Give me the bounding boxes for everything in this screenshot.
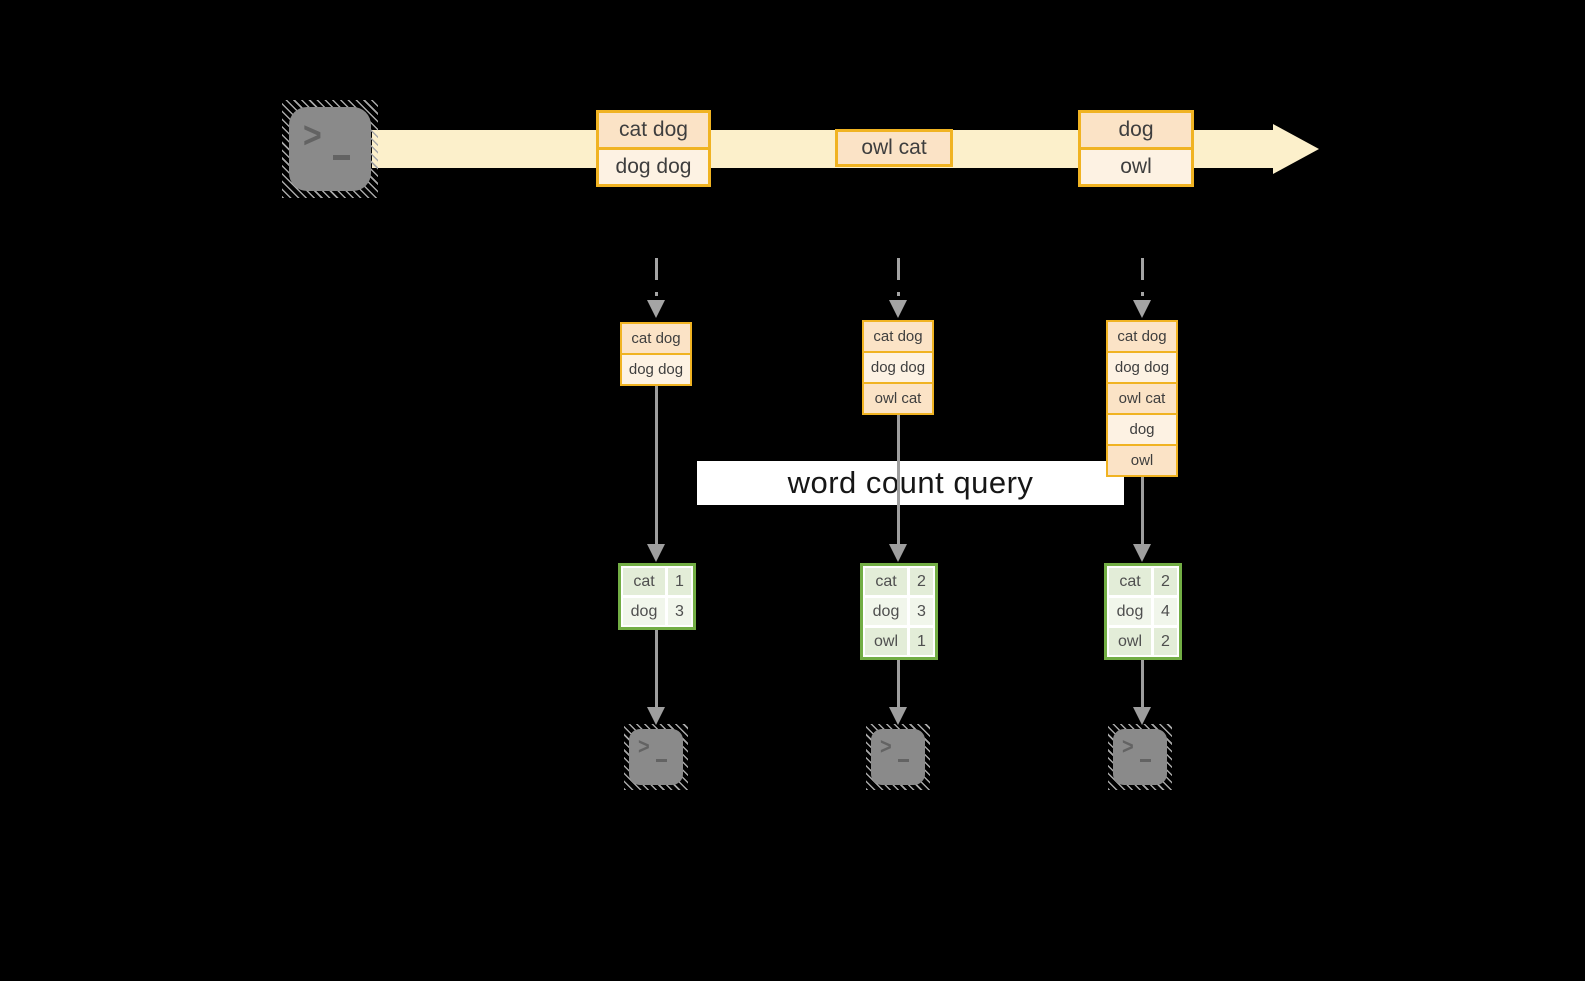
input-stack-3: cat dog dog dog owl cat dog owl (1106, 320, 1178, 477)
word-cell: owl (1109, 628, 1151, 655)
prompt-chevron-icon: > (880, 734, 892, 760)
prompt-underscore-icon (898, 759, 909, 762)
arrowhead-icon (1133, 300, 1151, 318)
stream-batch-row: owl cat (838, 132, 950, 164)
batch-arrival-arrow (897, 258, 900, 296)
arrowhead-icon (647, 707, 665, 725)
output-terminal-icon: > (624, 724, 688, 790)
stack-row: owl cat (1108, 382, 1176, 413)
count-cell: 2 (1154, 568, 1177, 595)
prompt-chevron-icon: > (1122, 734, 1134, 760)
arrowhead-icon (1133, 707, 1151, 725)
terminal-body: > (1113, 729, 1167, 785)
count-cell: 2 (1154, 628, 1177, 655)
stack-row: dog dog (1108, 351, 1176, 382)
prompt-underscore-icon (333, 155, 350, 160)
table-to-output-arrow (655, 630, 658, 708)
stack-row: dog dog (864, 351, 932, 382)
arrowhead-icon (889, 544, 907, 562)
query-banner: word count query (697, 461, 1124, 505)
word-cell: dog (623, 598, 665, 625)
arrowhead-icon (647, 300, 665, 318)
stack-to-table-arrow (1141, 477, 1144, 544)
stream-arrowhead-icon (1273, 124, 1319, 174)
terminal-body: > (629, 729, 683, 785)
arrowhead-icon (889, 300, 907, 318)
stack-row: dog dog (622, 353, 690, 384)
stream-batch-row: dog dog (599, 147, 708, 184)
input-stack-1: cat dog dog dog (620, 322, 692, 386)
count-cell: 2 (910, 568, 933, 595)
prompt-chevron-icon: > (638, 734, 650, 760)
table-to-output-arrow (897, 660, 900, 708)
count-table-2: cat 2 dog 3 owl 1 (860, 563, 938, 660)
table-to-output-arrow (1141, 660, 1144, 708)
stack-to-table-arrow (897, 415, 900, 544)
prompt-underscore-icon (656, 759, 667, 762)
arrowhead-icon (647, 544, 665, 562)
input-stack-2: cat dog dog dog owl cat (862, 320, 934, 415)
terminal-body: > (871, 729, 925, 785)
word-cell: owl (865, 628, 907, 655)
count-table-3: cat 2 dog 4 owl 2 (1104, 563, 1182, 660)
stack-row: owl (1108, 444, 1176, 475)
batch-arrival-arrow (1141, 258, 1144, 296)
stack-to-table-arrow (655, 386, 658, 544)
query-label: word count query (787, 465, 1034, 500)
output-terminal-icon: > (866, 724, 930, 790)
stack-row: dog (1108, 413, 1176, 444)
count-cell: 3 (910, 598, 933, 625)
count-cell: 3 (668, 598, 691, 625)
count-table-1: cat 1 dog 3 (618, 563, 696, 630)
stream-batch-3: dog owl (1078, 110, 1194, 187)
count-cell: 1 (910, 628, 933, 655)
stack-row: cat dog (864, 322, 932, 351)
stream-batch-1: cat dog dog dog (596, 110, 711, 187)
stack-row: owl cat (864, 382, 932, 413)
prompt-underscore-icon (1140, 759, 1151, 762)
arrowhead-icon (889, 707, 907, 725)
word-cell: dog (865, 598, 907, 625)
source-terminal-icon: > (282, 100, 378, 198)
stream-batch-2: owl cat (835, 129, 953, 167)
terminal-body: > (289, 107, 371, 191)
stream-batch-row: dog (1081, 113, 1191, 147)
stream-batch-row: cat dog (599, 113, 708, 147)
word-cell: cat (865, 568, 907, 595)
stack-row: cat dog (1108, 322, 1176, 351)
arrowhead-icon (1133, 544, 1151, 562)
word-cell: cat (623, 568, 665, 595)
word-cell: dog (1109, 598, 1151, 625)
batch-arrival-arrow (655, 258, 658, 296)
word-cell: cat (1109, 568, 1151, 595)
count-cell: 4 (1154, 598, 1177, 625)
prompt-chevron-icon: > (303, 114, 322, 156)
stream-batch-row: owl (1081, 147, 1191, 184)
output-terminal-icon: > (1108, 724, 1172, 790)
count-cell: 1 (668, 568, 691, 595)
stack-row: cat dog (622, 324, 690, 353)
